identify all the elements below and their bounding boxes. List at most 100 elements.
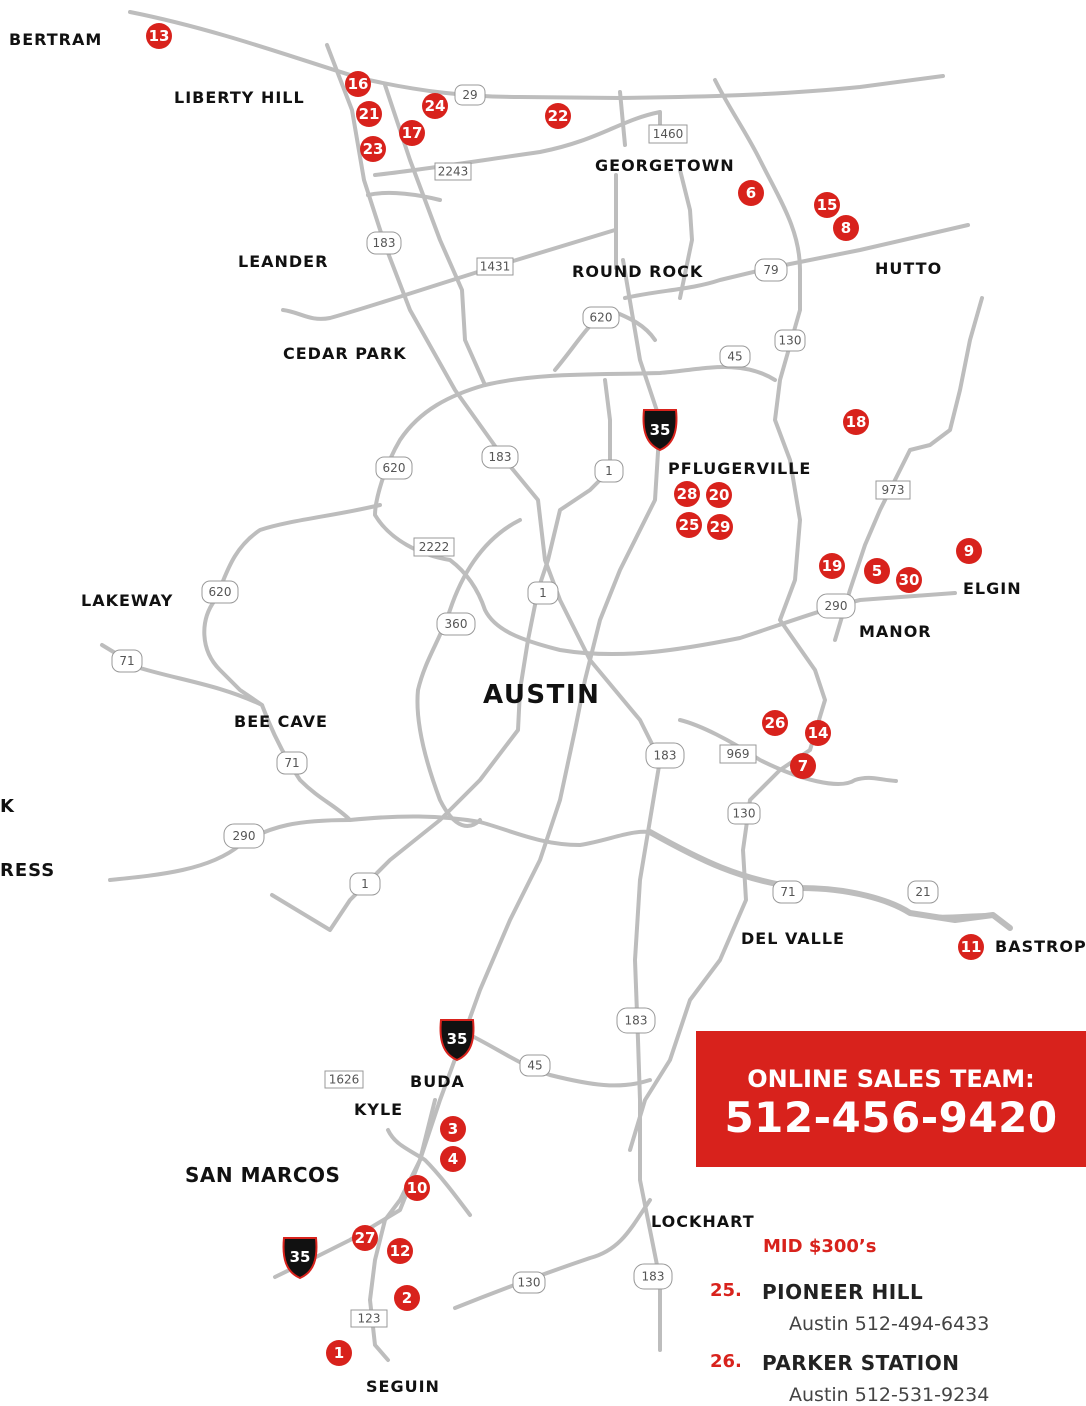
marker-7[interactable]: 7 bbox=[790, 753, 816, 779]
legend-price-heading: MID $300’s bbox=[763, 1236, 877, 1257]
shield-71-east: 71 bbox=[772, 880, 804, 904]
marker-14[interactable]: 14 bbox=[805, 720, 831, 746]
road-reagan bbox=[383, 83, 487, 387]
shield-1-mid: 1 bbox=[527, 581, 559, 605]
marker-22[interactable]: 22 bbox=[545, 103, 571, 129]
road-leander bbox=[366, 190, 442, 202]
road-sh45-south bbox=[468, 1033, 652, 1088]
shield-183-north: 183 bbox=[366, 231, 402, 255]
road-sh71-west bbox=[100, 643, 352, 822]
svg-text:23: 23 bbox=[363, 140, 384, 158]
marker-6[interactable]: 6 bbox=[738, 180, 764, 206]
shield-45-south: 45 bbox=[519, 1054, 551, 1077]
svg-text:17: 17 bbox=[402, 124, 423, 142]
marker-5[interactable]: 5 bbox=[864, 558, 890, 584]
road-sh130-south bbox=[453, 1198, 652, 1310]
svg-text:21: 21 bbox=[915, 885, 930, 899]
svg-text:35: 35 bbox=[290, 1248, 311, 1266]
marker-3[interactable]: 3 bbox=[440, 1116, 466, 1142]
marker-25[interactable]: 25 bbox=[676, 512, 702, 538]
i35-shield-north: 35 bbox=[642, 409, 678, 452]
svg-text:123: 123 bbox=[358, 1312, 381, 1326]
svg-text:10: 10 bbox=[407, 1179, 428, 1197]
road-2243 bbox=[373, 110, 662, 177]
sales-phone-number[interactable]: 512-456-9420 bbox=[724, 1093, 1058, 1142]
svg-text:2222: 2222 bbox=[419, 540, 450, 554]
i35-shield-mid: 35 bbox=[439, 1019, 475, 1062]
shield-969: 969 bbox=[719, 744, 757, 764]
svg-text:3: 3 bbox=[448, 1120, 458, 1138]
marker-28[interactable]: 28 bbox=[674, 481, 700, 507]
road-fm973 bbox=[833, 296, 984, 642]
city-partial-ress: RESS bbox=[0, 860, 56, 881]
shield-183-south: 183 bbox=[616, 1007, 656, 1034]
svg-text:290: 290 bbox=[825, 599, 848, 613]
svg-text:183: 183 bbox=[373, 236, 396, 250]
road-loop360 bbox=[415, 518, 522, 828]
marker-27[interactable]: 27 bbox=[352, 1225, 378, 1251]
svg-text:1626: 1626 bbox=[329, 1073, 360, 1087]
marker-18[interactable]: 18 bbox=[843, 409, 869, 435]
marker-21[interactable]: 21 bbox=[356, 101, 382, 127]
legend-name-pioneer-hill[interactable]: PIONEER HILL bbox=[762, 1280, 924, 1304]
svg-text:71: 71 bbox=[780, 885, 795, 899]
svg-text:28: 28 bbox=[677, 485, 698, 503]
marker-24[interactable]: 24 bbox=[422, 93, 448, 119]
svg-text:1431: 1431 bbox=[480, 260, 511, 274]
shield-290-east: 290 bbox=[816, 593, 856, 619]
svg-text:6: 6 bbox=[746, 184, 756, 202]
highway-shields: 29 1460 2243 183 1431 79 620 130 45 183 … bbox=[111, 84, 939, 1328]
marker-11[interactable]: 11 bbox=[958, 934, 984, 960]
svg-text:130: 130 bbox=[518, 1276, 541, 1290]
marker-20[interactable]: 20 bbox=[706, 482, 732, 508]
svg-text:21: 21 bbox=[359, 105, 380, 123]
road-us79 bbox=[623, 223, 970, 300]
road-fm1460 bbox=[618, 90, 627, 147]
marker-12[interactable]: 12 bbox=[387, 1238, 413, 1264]
marker-23[interactable]: 23 bbox=[360, 136, 386, 162]
shield-183-east: 183 bbox=[645, 742, 685, 769]
sales-team-title: ONLINE SALES TEAM: bbox=[747, 1065, 1035, 1093]
shield-183-lockhart: 183 bbox=[633, 1263, 673, 1290]
marker-4[interactable]: 4 bbox=[440, 1146, 466, 1172]
marker-15[interactable]: 15 bbox=[814, 192, 840, 218]
marker-19[interactable]: 19 bbox=[819, 553, 845, 579]
legend-detail-parker-station: Austin 512-531-9234 bbox=[789, 1384, 990, 1406]
i35-shield-south: 35 bbox=[282, 1237, 318, 1280]
marker-2[interactable]: 2 bbox=[394, 1285, 420, 1311]
city-bee-cave: BEE CAVE bbox=[234, 712, 328, 731]
marker-8[interactable]: 8 bbox=[833, 215, 859, 241]
city-partial-k: K bbox=[0, 796, 15, 817]
svg-text:12: 12 bbox=[390, 1242, 411, 1260]
marker-29[interactable]: 29 bbox=[707, 514, 733, 540]
marker-1[interactable]: 1 bbox=[326, 1340, 352, 1366]
marker-13[interactable]: 13 bbox=[146, 23, 172, 49]
community-markers: 13 16 21 24 22 17 23 6 15 8 18 28 20 25 … bbox=[146, 23, 984, 1366]
city-seguin: SEGUIN bbox=[366, 1377, 440, 1396]
svg-text:969: 969 bbox=[727, 747, 750, 761]
shield-79: 79 bbox=[754, 258, 788, 282]
svg-text:183: 183 bbox=[625, 1014, 648, 1028]
marker-10[interactable]: 10 bbox=[404, 1175, 430, 1201]
marker-26[interactable]: 26 bbox=[762, 710, 788, 736]
svg-text:19: 19 bbox=[822, 557, 843, 575]
svg-text:9: 9 bbox=[964, 542, 974, 560]
svg-text:183: 183 bbox=[489, 450, 512, 464]
marker-17[interactable]: 17 bbox=[399, 120, 425, 146]
shield-2222: 2222 bbox=[413, 537, 455, 557]
road-i35 bbox=[273, 258, 662, 1279]
shield-29: 29 bbox=[454, 84, 486, 106]
marker-16[interactable]: 16 bbox=[345, 71, 371, 97]
legend-name-parker-station[interactable]: PARKER STATION bbox=[762, 1351, 960, 1375]
shield-1626: 1626 bbox=[324, 1070, 364, 1089]
city-buda: BUDA bbox=[410, 1072, 465, 1091]
svg-text:1: 1 bbox=[334, 1344, 344, 1362]
marker-9[interactable]: 9 bbox=[956, 538, 982, 564]
svg-text:620: 620 bbox=[590, 311, 613, 325]
legend-number-26: 26. bbox=[710, 1351, 742, 1372]
svg-text:2: 2 bbox=[402, 1289, 412, 1307]
city-elgin: ELGIN bbox=[963, 579, 1022, 598]
marker-30[interactable]: 30 bbox=[896, 567, 922, 593]
svg-text:20: 20 bbox=[709, 486, 730, 504]
